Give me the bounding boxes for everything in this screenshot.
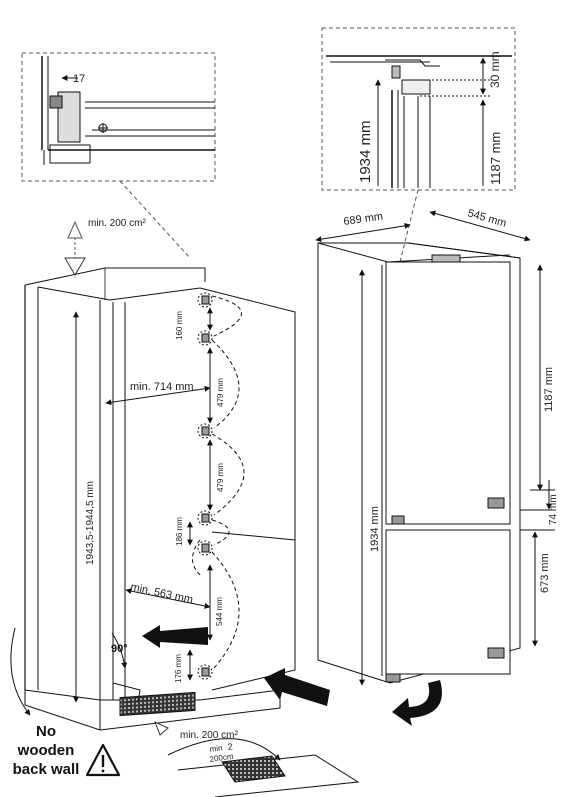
detail-dim-30: 30 mm: [488, 51, 502, 88]
curved-arrow-left: [10, 627, 31, 716]
label-vent-plate-exp: 2: [227, 741, 233, 752]
label-angle: 90°: [111, 643, 128, 655]
warning-line-2: wooden: [17, 742, 75, 759]
label-height: 1934 mm: [369, 506, 381, 552]
niche-cabinet: [24, 220, 296, 731]
label-gap: 74 mm: [548, 494, 559, 525]
warning-line-1: No: [36, 723, 56, 740]
label-dim-176: 176 mm: [174, 654, 183, 683]
push-arrow-niche: [142, 625, 208, 648]
warning-no-wooden-back-wall: No wooden back wall: [13, 723, 121, 778]
warning-line-3: back wall: [13, 761, 80, 778]
label-dim-479b: 479 mm: [216, 463, 225, 492]
label-dim-544: 544 mm: [215, 597, 224, 626]
label-upper: 1187 mm: [543, 367, 555, 412]
label-dim-186: 186 mm: [175, 517, 184, 546]
label-depth: 545 mm: [466, 207, 508, 229]
label-lower: 673 mm: [539, 553, 551, 593]
label-width: 689 mm: [343, 211, 384, 228]
detail-dim-17: 17: [73, 73, 85, 85]
floor-vent-plate: [167, 738, 360, 797]
hinge-markers: [187, 292, 245, 681]
push-arrow-appliance: [264, 668, 330, 706]
label-width-bottom: min. 563 mm: [129, 581, 194, 606]
detail-dim-1934: 1934 mm: [357, 120, 374, 183]
appliance: [317, 242, 521, 684]
label-vent-bottom: min. 200 cm²: [180, 730, 238, 741]
hinge-detail-box: 17: [21, 52, 216, 182]
detail-dim-1187: 1187 mm: [488, 132, 503, 185]
dim-line-width-top: [105, 385, 211, 406]
label-niche-height: 1943,5-1944,5 mm: [85, 481, 96, 565]
label-dim-479a: 479 mm: [216, 378, 225, 407]
label-dim-160: 160 mm: [175, 311, 184, 340]
top-detail-box: 30 mm 1934 mm 1187 mm: [321, 27, 516, 191]
vent-arrow-bottom: [154, 721, 169, 736]
label-vent-plate-area: 200cm: [209, 752, 234, 764]
dim-line-width-bottom: [125, 588, 211, 609]
label-width-top: min. 714 mm: [130, 381, 194, 393]
dim-line-depth: [429, 210, 531, 242]
label-vent-plate-min: min: [209, 743, 223, 754]
dim-line-width: [315, 222, 411, 243]
label-vent-top: min. 200 cm²: [88, 218, 146, 229]
rotate-arrow: [392, 680, 442, 726]
warning-triangle-icon: [85, 743, 121, 777]
